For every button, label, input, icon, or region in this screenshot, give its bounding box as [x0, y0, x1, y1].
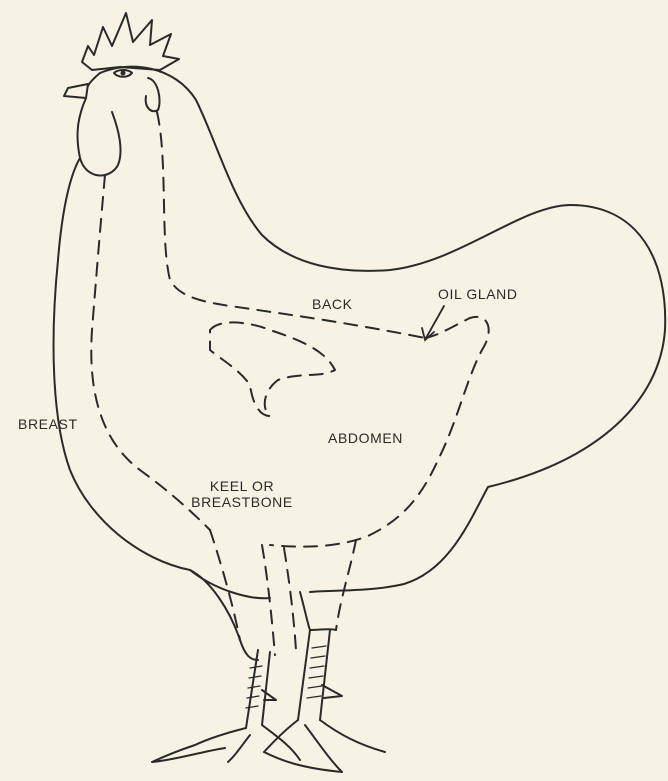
rooster-diagram: BREAST BACK OIL GLAND ABDOMEN KEEL OR BR… [0, 0, 668, 781]
oil-gland-arrow [0, 0, 668, 781]
